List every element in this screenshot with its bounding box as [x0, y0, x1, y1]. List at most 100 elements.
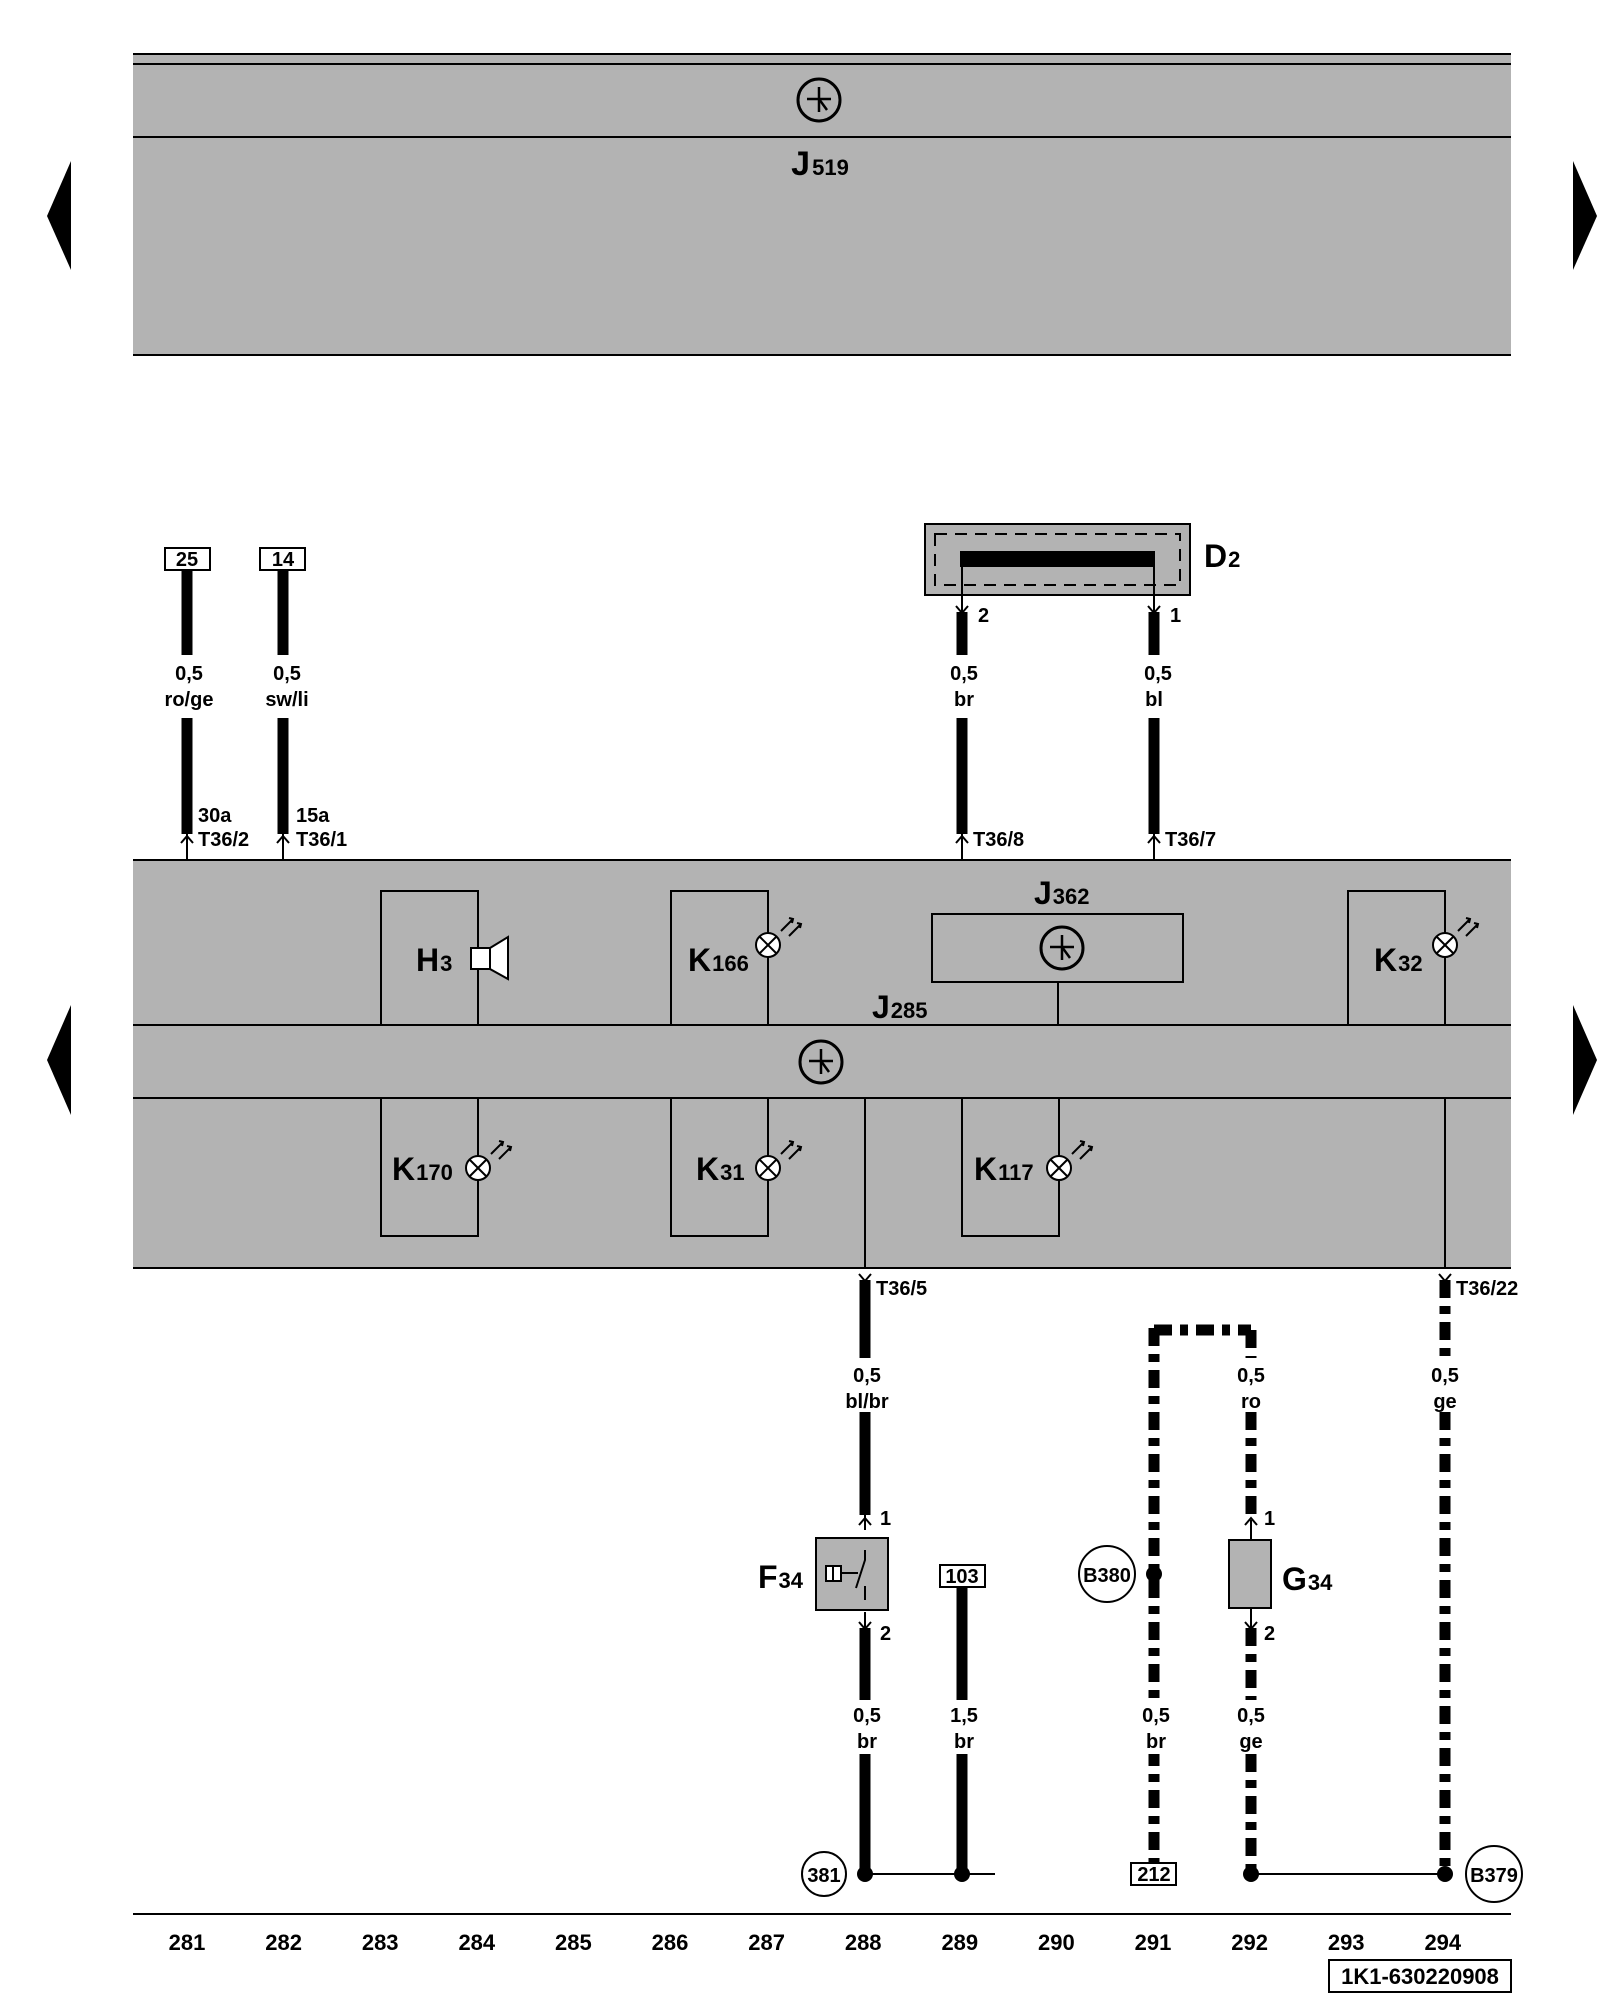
terminal-t36-8: T36/8 — [973, 829, 1024, 851]
wire-292b-color: ge — [1239, 1731, 1262, 1753]
wire-292a-color: ro — [1241, 1391, 1261, 1413]
wire-288b-size: 0,5 — [853, 1705, 881, 1727]
next-page-arrow-bottom[interactable] — [1573, 1005, 1597, 1115]
doc-number-label: 1K1-630220908 — [1341, 1964, 1499, 1989]
wire-column-289: 103 1,5 br — [939, 1564, 986, 1874]
ruler: 281 282 283 284 285 286 287 288 289 290 291 292 293 2… — [169, 1930, 1462, 1955]
terminal-t36-1: T36/1 — [296, 829, 347, 851]
k117-label: K117 — [974, 1151, 1034, 1187]
control-unit-icon — [1039, 925, 1085, 971]
wire-291a-color: bl — [1145, 689, 1163, 711]
ruler-number: 281 — [169, 1930, 206, 1955]
lamp-icon — [755, 1140, 803, 1181]
j362-control-unit: J362 — [931, 875, 1184, 1025]
switch-icon — [825, 1550, 866, 1600]
ground-381-label: 381 — [807, 1865, 840, 1887]
document-number: 1K1-630220908 — [1328, 1959, 1512, 1993]
ref-212: 212 — [1137, 1864, 1170, 1886]
next-page-arrow-top[interactable] — [1573, 161, 1597, 270]
control-unit-icon — [798, 1039, 844, 1085]
wire-283-size: 0,5 — [273, 663, 301, 685]
h3-buzzer: H3 — [380, 890, 509, 1025]
ruler-number: 283 — [362, 1930, 399, 1955]
ruler-number: 284 — [458, 1930, 495, 1955]
k31-warning-lamp: K31 — [670, 1098, 803, 1237]
wire-288-size: 0,5 — [853, 1365, 881, 1387]
wire-289b-color: br — [954, 1731, 974, 1753]
wire-column-288: T36/5 0,5 bl/br 0,5 br — [845, 1278, 927, 1874]
ground-connection-381: 381 — [801, 1851, 995, 1897]
k170-warning-lamp: K170 — [380, 1098, 513, 1237]
ruler-number: 287 — [748, 1930, 785, 1955]
prev-page-arrow-bottom[interactable] — [47, 1005, 71, 1115]
control-unit-icon — [796, 77, 842, 123]
wire-column-291-upper: 0,5 bl T36/7 — [1144, 612, 1216, 1025]
k32-label: K32 — [1374, 942, 1423, 978]
ruler-number: 286 — [652, 1930, 689, 1955]
terminal-t36-2: T36/2 — [198, 829, 249, 851]
wire-282-size: 0,5 — [175, 663, 203, 685]
d2-pin-1: 1 — [1170, 605, 1181, 627]
ruler-number: 282 — [265, 1930, 302, 1955]
g34-sensor: G34 1 2 — [1228, 1508, 1333, 1645]
ruler-number: 291 — [1135, 1930, 1172, 1955]
wire-289a-size: 0,5 — [950, 663, 978, 685]
ruler-number: 293 — [1328, 1930, 1365, 1955]
k166-label: K166 — [688, 942, 749, 978]
k117-warning-lamp: K117 — [961, 1098, 1094, 1237]
lamp-icon — [465, 1140, 513, 1181]
d2-pin-2: 2 — [978, 605, 989, 627]
f34-pin-2: 2 — [880, 1623, 891, 1645]
wire-291b-size: 0,5 — [1142, 1705, 1170, 1727]
ruler-number: 288 — [845, 1930, 882, 1955]
g34-pin-1: 1 — [1264, 1508, 1275, 1530]
j285-label: J285 — [872, 989, 928, 1025]
d2-component: D2 2 1 — [924, 523, 1240, 627]
lamp-icon — [1432, 917, 1480, 958]
ruler-number: 290 — [1038, 1930, 1075, 1955]
ref-14: 14 — [272, 549, 295, 571]
d2-label: D2 — [1204, 538, 1240, 574]
terminal-markers — [180, 605, 1452, 1631]
terminal-t36-22: T36/22 — [1456, 1278, 1518, 1300]
lamp-icon — [1046, 1140, 1094, 1181]
ref-103: 103 — [945, 1566, 978, 1588]
wire-294-size: 0,5 — [1431, 1365, 1459, 1387]
wire-292a-size: 0,5 — [1237, 1365, 1265, 1387]
k31-label: K31 — [696, 1151, 745, 1187]
g34-label: G34 — [1282, 1561, 1333, 1597]
ruler-number: 285 — [555, 1930, 592, 1955]
ruler-number: 289 — [941, 1930, 978, 1955]
wire-column-292: 0,5 ro 0,5 ge — [1237, 1330, 1265, 1874]
j519-label: J519 — [791, 145, 849, 183]
ruler-number: 292 — [1231, 1930, 1268, 1955]
wire-283-color: sw/li — [265, 689, 308, 711]
terminal-t36-5: T36/5 — [876, 1278, 927, 1300]
k32-warning-lamp: K32 — [1347, 890, 1480, 1025]
wire-288b-color: br — [857, 1731, 877, 1753]
terminal-30a: 30a — [198, 805, 232, 827]
connector-b379: B379 — [1243, 1845, 1523, 1903]
ruler-number: 294 — [1424, 1930, 1461, 1955]
wire-282-color: ro/ge — [165, 689, 214, 711]
j362-label: J362 — [1034, 875, 1090, 911]
h3-label: H3 — [416, 942, 452, 978]
g34-pin-2: 2 — [1264, 1623, 1275, 1645]
f34-label: F34 — [758, 1559, 804, 1595]
wire-289a-color: br — [954, 689, 974, 711]
terminal-t36-7: T36/7 — [1165, 829, 1216, 851]
wire-292b-size: 0,5 — [1237, 1705, 1265, 1727]
f34-pin-1: 1 — [880, 1508, 891, 1530]
wire-column-289-upper: 0,5 br T36/8 — [950, 612, 1024, 1025]
wire-294-color: ge — [1433, 1391, 1456, 1413]
f34-switch: F34 1 2 — [758, 1508, 891, 1645]
wire-column-294: T36/22 0,5 ge — [1431, 1278, 1518, 1874]
k170-label: K170 — [392, 1151, 453, 1187]
lamp-icon — [755, 917, 803, 958]
prev-page-arrow-top[interactable] — [47, 161, 71, 270]
ref-25: 25 — [176, 549, 198, 571]
k166-warning-lamp: K166 — [670, 890, 803, 1025]
connector-b380-label: B380 — [1083, 1565, 1131, 1587]
wire-289b-size: 1,5 — [950, 1705, 978, 1727]
